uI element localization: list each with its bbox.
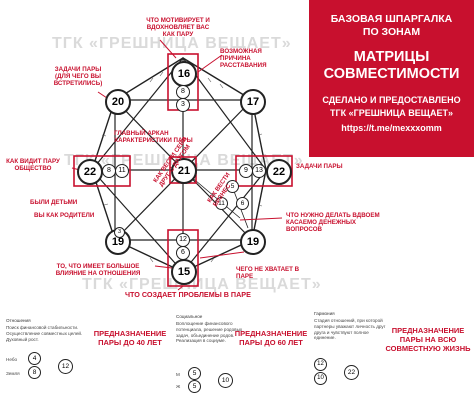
col2-r1-label: М [176,372,180,377]
label-tasks-right: ЗАДАЧИ ПАРЫ [296,163,343,170]
node-left-sub2: 11 [115,164,129,178]
col1-r1-val: 4 [28,352,41,365]
node-top-left: 20 [105,89,131,115]
label-money: ЧТО НУЖНО ДЕЛАТЬ ВДВОЕМ КАСАЕМО ДЕНЕЖНЫХ… [286,212,380,233]
panel-title2: СОВМЕСТИМОСТИ [323,66,460,82]
node-bottom: 15 [171,259,197,285]
label-society: КАК ВИДИТ ПАРУ ОБЩЕСТВО [6,158,60,172]
left-highlight [73,155,131,187]
panel-line2: ПО ЗОНАМ [362,26,421,38]
col1-r1-label: Небо [6,357,18,362]
panel-link[interactable]: https://t.me/mexxxomm [341,123,442,133]
node-top-sub1: 8 [176,85,190,99]
panel-line1: БАЗОВАЯ ШПАРГАЛКА [330,13,453,25]
info-panel: БАЗОВАЯ ШПАРГАЛКА ПО ЗОНАМ МАТРИЦЫ СОВМЕ… [309,0,474,157]
label-motivates: ЧТО МОТИВИРУЕТ И ВДОХНОВЛЯЕТ ВАС КАК ПАР… [146,17,210,38]
col2-r1-val: 5 [188,367,201,380]
node-right-sub2: 13 [252,164,266,178]
label-tasks-left: ЗАДАЧИ ПАРЫ (ДЛЯ ЧЕГО ВЫ ВСТРЕТИЛИСЬ) [53,66,103,87]
col3-r1-val: 12 [314,358,327,371]
node-left: 22 [77,159,103,185]
node-bottom-sub2: 6 [176,246,190,260]
panel-credit1: СДЕЛАНО И ПРЕДОСТАВЛЕНО [322,95,461,105]
col2-r2-label: Ж [176,384,181,389]
right-highlight [235,155,293,187]
node-money-1: 5 [226,180,239,193]
col1-sum: 12 [58,359,73,374]
col2-title: Социальное [176,314,203,319]
node-right: 22 [266,159,292,185]
node-bottom-right: 19 [240,229,266,255]
col3-title: Гармония [314,311,335,316]
col3-text: Стадия отношений, при которой партнеры у… [314,318,386,341]
node-left-sub1: 8 [102,164,116,178]
col1-r2-val: 8 [28,366,41,379]
watermark-bottom: ТГК «ГРЕШНИЦА ВЕЩАЕТ» [82,276,322,293]
label-lacks: ЧЕГО НЕ ХВАТАЕТ В ПАРЕ [236,266,300,280]
matrix-diagram [71,39,293,291]
destiny-40: ПРЕДНАЗНАЧЕНИЕ ПАРЫ ДО 40 ЛЕТ [93,329,167,347]
col2-text: Воплощение финансового потенциала, решен… [176,321,243,344]
node-top-sub2: 3 [176,98,190,112]
panel-credit2: ТГК «ГРЕШНИЦА ВЕЩАЕТ» [330,108,453,118]
node-left-small: 3 [114,227,125,238]
col1-text: Поиск финансовой стабильности. Осуществл… [6,325,83,342]
node-top: 16 [171,61,197,87]
destiny-60: ПРЕДНАЗНАЧЕНИЕ ПАРЫ ДО 60 ЛЕТ [234,329,308,347]
node-center: 21 [171,158,197,184]
col3-sum: 22 [344,365,359,380]
col1-title: Отношения [6,318,31,323]
node-money-2: 6 [236,197,249,210]
label-main-arcana: ГЛАВНЫЙ АРКАН ХАРАКТЕРИСТИКИ ПАРЫ [114,130,193,144]
label-as-parents: ВЫ КАК РОДИТЕЛИ [34,212,95,219]
node-bottom-sub1: 12 [176,233,190,247]
label-break-reason: ВОЗМОЖНАЯ ПРИЧИНА РАССТАВАНИЯ [220,48,267,69]
node-top-right: 17 [240,89,266,115]
col2-sum: 10 [218,373,233,388]
col1-r2-label: Земля [6,371,20,376]
label-be-children: БЫЛИ ДЕТЬМИ [30,199,78,206]
panel-title1: МАТРИЦЫ [353,49,430,65]
label-big-influence: ТО, ЧТО ИМЕЕТ БОЛЬШОЕ ВЛИЯНИЕ НА ОТНОШЕН… [55,263,141,277]
watermark-top: ТГК «ГРЕШНИЦА ВЕЩАЕТ» [52,35,292,52]
label-problems: ЧТО СОЗДАЕТ ПРОБЛЕМЫ В ПАРЕ [125,290,251,299]
node-money-3: 11 [215,197,228,210]
destiny-lifetime: ПРЕДНАЗНАЧЕНИЕ ПАРЫ НА ВСЮ СОВМЕСТНУЮ ЖИ… [385,326,471,353]
col3-r2-val: 10 [314,372,327,385]
col2-r2-val: 5 [188,380,201,393]
